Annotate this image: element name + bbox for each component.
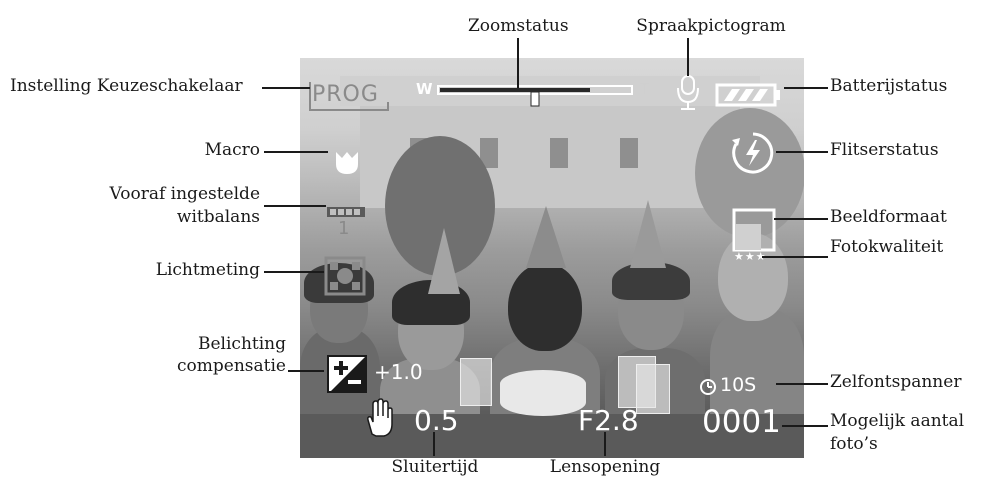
child-body <box>710 308 804 428</box>
camera-screen: PROG W T <box>300 58 804 458</box>
leader-beeldformaat <box>774 218 828 220</box>
leader-fotokwaliteit <box>762 256 828 258</box>
image-size-icon <box>732 208 776 252</box>
prog-mode-label: PROG <box>312 82 379 107</box>
leader-belichting <box>288 370 324 372</box>
battery-icon <box>714 82 782 108</box>
metering-icon <box>324 256 366 296</box>
self-timer-icon <box>698 376 718 396</box>
leader-lensopening <box>604 432 606 456</box>
child-hair <box>612 262 690 300</box>
leader-sluitertijd <box>433 432 435 456</box>
prog-mode-icon <box>308 80 390 112</box>
label-zelfontspanner: Zelfontspanner <box>830 372 962 392</box>
label-belichting-1: Belichting <box>198 334 286 354</box>
label-sluitertijd: Sluitertijd <box>391 457 479 477</box>
shutter-value: 0.5 <box>414 404 459 437</box>
label-lichtmeting: Lichtmeting <box>155 260 260 280</box>
building-window <box>620 138 638 168</box>
leader-spraakpictogram <box>687 38 689 76</box>
label-belichting-2: compensatie <box>177 356 286 376</box>
leader-instelling <box>262 87 310 89</box>
party-hat <box>428 228 460 294</box>
label-zoomstatus: Zoomstatus <box>468 16 569 36</box>
cup <box>460 358 492 406</box>
label-batterij: Batterijstatus <box>830 76 948 96</box>
label-beeldformaat: Beeldformaat <box>830 207 947 227</box>
party-hat <box>630 200 666 268</box>
birthday-cake <box>500 370 586 416</box>
label-spraakpictogram: Spraakpictogram <box>636 16 786 36</box>
leader-macro <box>264 151 328 153</box>
label-aantal-1: Mogelijk aantal <box>830 411 965 431</box>
voice-memo-icon <box>676 74 700 112</box>
zoom-bar-icon <box>436 84 636 108</box>
quality-stars: ★★★ <box>734 250 767 263</box>
white-balance-icon <box>326 204 366 218</box>
self-timer-value: 10S <box>720 374 757 396</box>
building-window <box>550 138 568 168</box>
white-balance-preset: 1 <box>338 218 350 239</box>
label-instelling: Instelling Keuzeschakelaar <box>10 76 243 96</box>
shake-hand-icon <box>364 398 394 438</box>
shots-remaining-value: 0001 <box>702 404 781 440</box>
label-aantal-2: foto’s <box>830 434 878 454</box>
zoom-tele-label: T <box>640 80 650 98</box>
building-window <box>480 138 498 168</box>
exposure-comp-value: +1.0 <box>374 360 423 384</box>
child-head <box>508 263 582 351</box>
leader-zoomstatus <box>517 38 519 88</box>
label-lensopening: Lensopening <box>549 457 661 477</box>
macro-flower-icon <box>332 148 362 178</box>
label-witbalans-1: Vooraf ingestelde <box>109 184 260 204</box>
exposure-comp-icon <box>326 354 368 394</box>
zoom-wide-label: W <box>416 80 433 98</box>
label-fotokwaliteit: Fotokwaliteit <box>830 237 944 257</box>
label-macro: Macro <box>204 140 260 160</box>
leader-aantal <box>782 425 828 427</box>
party-hat <box>526 206 566 268</box>
label-witbalans-2: witbalans <box>176 207 260 227</box>
label-flitser: Flitserstatus <box>830 140 939 160</box>
leader-lichtmeting <box>264 271 324 273</box>
cup <box>636 364 670 414</box>
leader-witbalans <box>264 205 326 207</box>
child-hair <box>304 263 374 303</box>
leader-batterij <box>784 87 828 89</box>
flash-auto-icon <box>730 130 776 176</box>
leader-zelfontspanner <box>776 383 828 385</box>
aperture-value: F2.8 <box>578 404 639 437</box>
leader-flitser <box>776 151 828 153</box>
